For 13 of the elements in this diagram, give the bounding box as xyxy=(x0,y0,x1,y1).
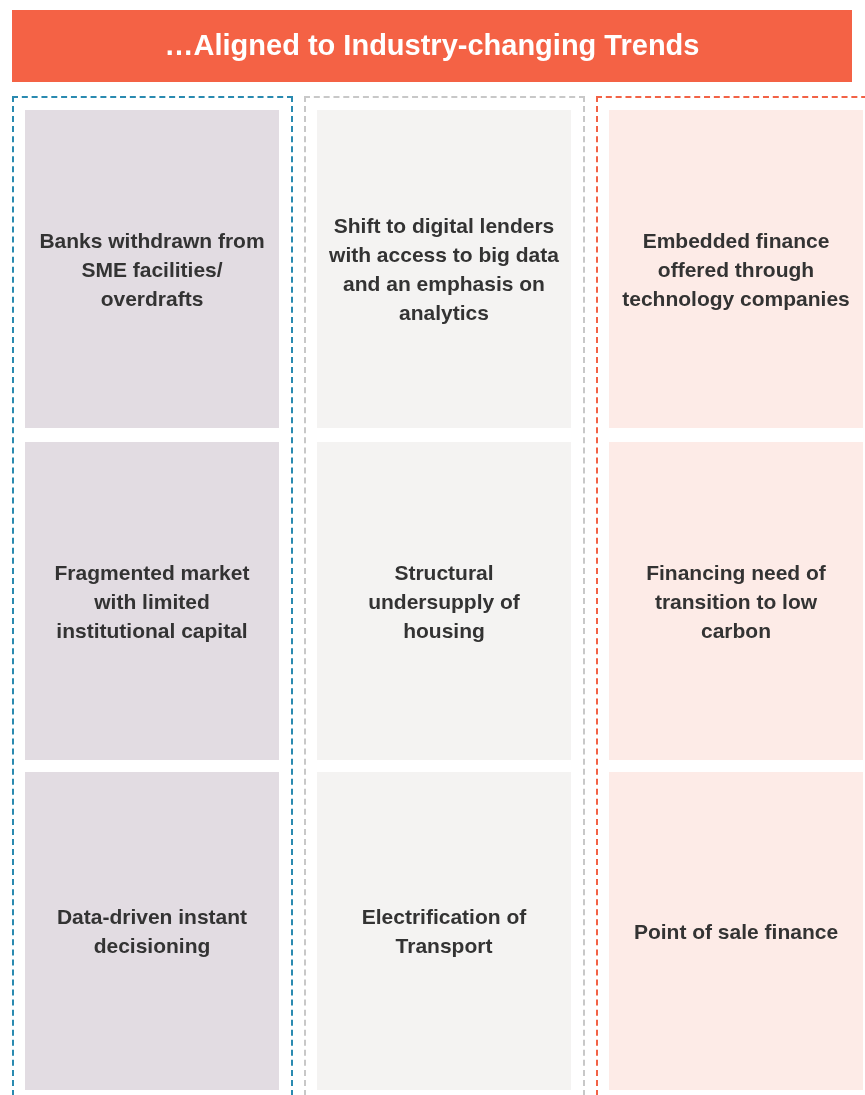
trend-box: Banks withdrawn from SME facilities/ overdrafts xyxy=(25,110,279,428)
trend-box: Financing need of transition to low carbon xyxy=(609,442,863,760)
column-frame xyxy=(596,96,865,1095)
trend-box: Shift to digital lenders with access to big data and an emphasis on analytics xyxy=(317,110,571,428)
trend-box: Data-driven instant decisioning xyxy=(25,772,279,1090)
header-bar: …Aligned to Industry-changing Trends xyxy=(12,10,852,82)
column-frame xyxy=(304,96,585,1095)
column-frame xyxy=(12,96,293,1095)
trend-box: Electrification of Transport xyxy=(317,772,571,1090)
trend-box: Embedded finance offered through technology companies xyxy=(609,110,863,428)
trend-box: Structural undersupply of housing xyxy=(317,442,571,760)
trend-box: Point of sale finance xyxy=(609,772,863,1090)
trend-box: Fragmented market with limited institutional capital xyxy=(25,442,279,760)
